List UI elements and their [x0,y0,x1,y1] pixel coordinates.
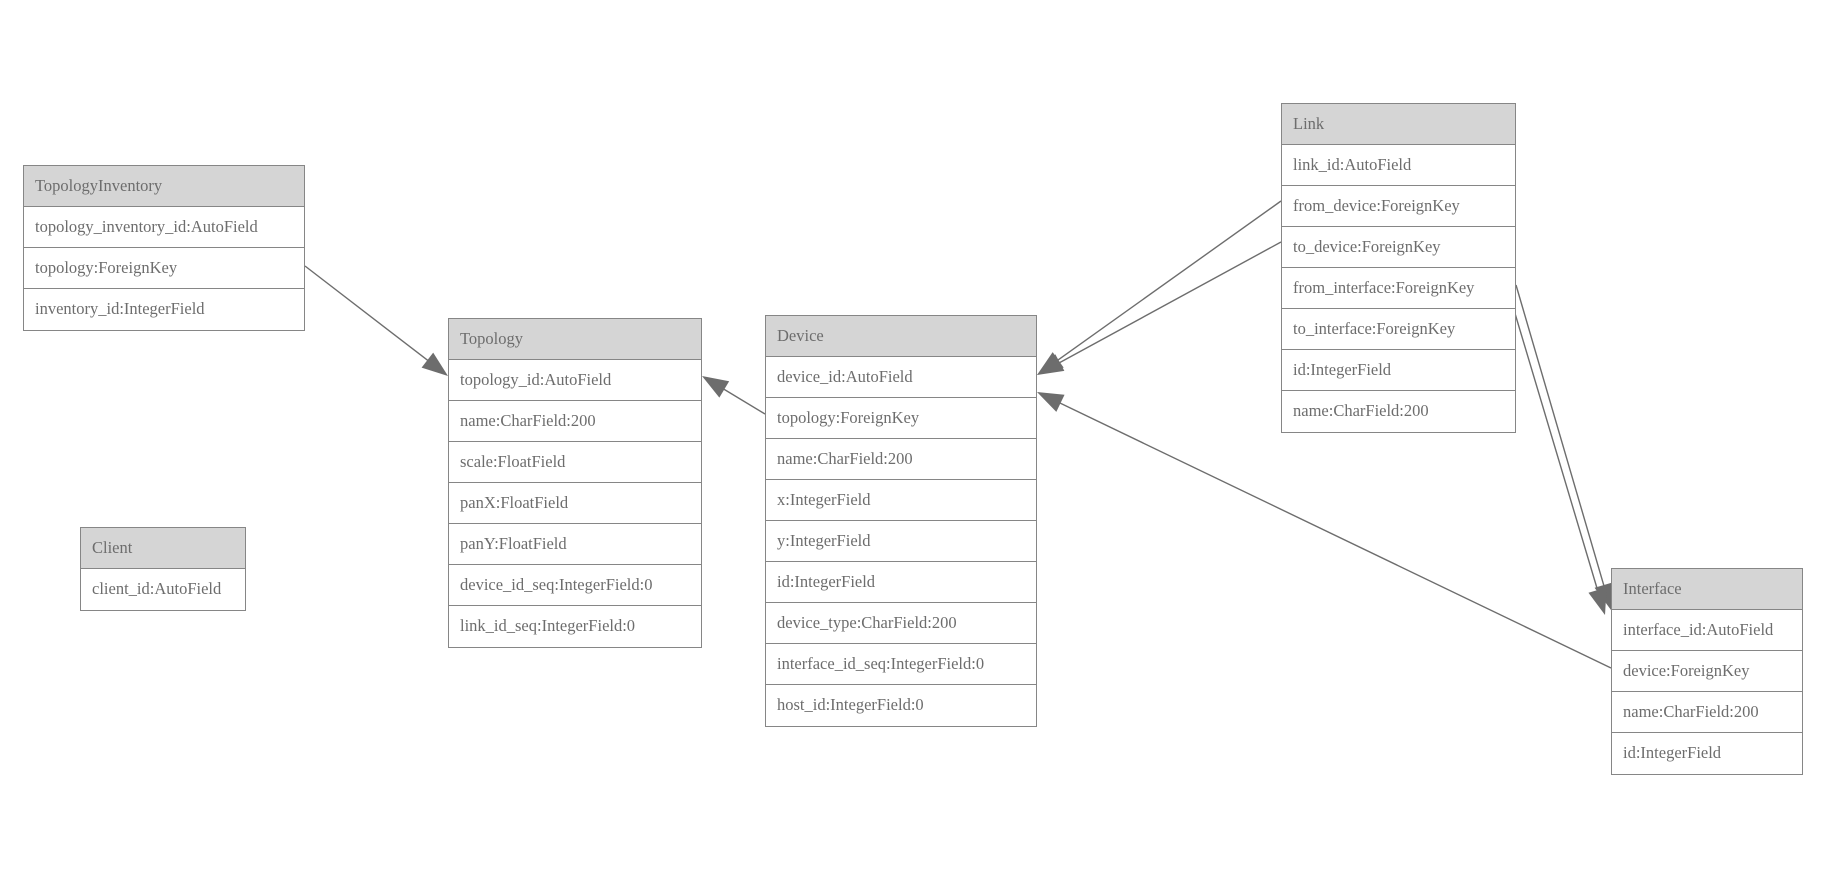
relationship-edge [1510,299,1607,615]
entity-field-row: panY:FloatField [449,524,701,565]
entity-field-row: link_id_seq:IntegerField:0 [449,606,701,647]
entity-field-row: id:IntegerField [1612,733,1802,774]
relationship-arrowhead-icon [1037,354,1065,375]
relationship-arrowhead-icon [702,376,730,398]
relationship-edge [702,376,766,415]
entity-field-row: to_interface:ForeignKey [1282,309,1515,350]
entity-field-row: topology_id:AutoField [449,360,701,401]
entity-field-row: from_interface:ForeignKey [1282,268,1515,309]
relationship-edge [304,265,448,376]
entity-field-row: client_id:AutoField [81,569,245,610]
entity-field-row: topology:ForeignKey [24,248,304,289]
relationship-line [304,265,430,362]
relationship-line [1057,241,1282,365]
entity-field-row: device_id:AutoField [766,357,1036,398]
entity-field-row: id:IntegerField [1282,350,1515,391]
relationship-edge [1037,200,1282,375]
entity-field-row: from_device:ForeignKey [1282,186,1515,227]
entity-field-row: device_id_seq:IntegerField:0 [449,565,701,606]
relationship-line [1056,200,1282,362]
entity-title-link: Link [1282,104,1515,145]
entity-field-row: host_id:IntegerField:0 [766,685,1036,726]
entity-field-row: interface_id:AutoField [1612,610,1802,651]
relationship-arrowhead-icon [421,352,448,376]
relationship-line [722,387,766,415]
relationship-arrowhead-icon [1588,587,1607,615]
entity-field-row: name:CharField:200 [766,439,1036,480]
entity-title-topology: Topology [449,319,701,360]
entity-field-row: to_device:ForeignKey [1282,227,1515,268]
relationship-edge [1515,284,1613,610]
entity-field-row: scale:FloatField [449,442,701,483]
entity-field-row: device:ForeignKey [1612,651,1802,692]
entity-field-row: topology_inventory_id:AutoField [24,207,304,248]
entity-title-device: Device [766,316,1036,357]
entity-field-row: name:CharField:200 [1282,391,1515,432]
relationship-edge [1037,392,1612,669]
relationship-arrowhead-icon [1037,352,1064,375]
entity-field-row: id:IntegerField [766,562,1036,603]
entity-field-row: interface_id_seq:IntegerField:0 [766,644,1036,685]
relationship-line [1510,299,1599,593]
entity-field-row: link_id:AutoField [1282,145,1515,186]
entity-field-row: name:CharField:200 [1612,692,1802,733]
entity-field-row: x:IntegerField [766,480,1036,521]
entity-title-topologyinventory: TopologyInventory [24,166,304,207]
entity-field-row: device_type:CharField:200 [766,603,1036,644]
entity-field-row: name:CharField:200 [449,401,701,442]
relationship-line [1515,284,1605,588]
entity-field-row: y:IntegerField [766,521,1036,562]
relationship-edge [1037,241,1282,375]
entity-field-row: topology:ForeignKey [766,398,1036,439]
relationship-arrowhead-icon [1037,392,1065,412]
entity-title-interface: Interface [1612,569,1802,610]
entity-field-row: panX:FloatField [449,483,701,524]
entity-field-row: inventory_id:IntegerField [24,289,304,330]
entity-title-client: Client [81,528,245,569]
relationship-line [1058,401,1612,669]
